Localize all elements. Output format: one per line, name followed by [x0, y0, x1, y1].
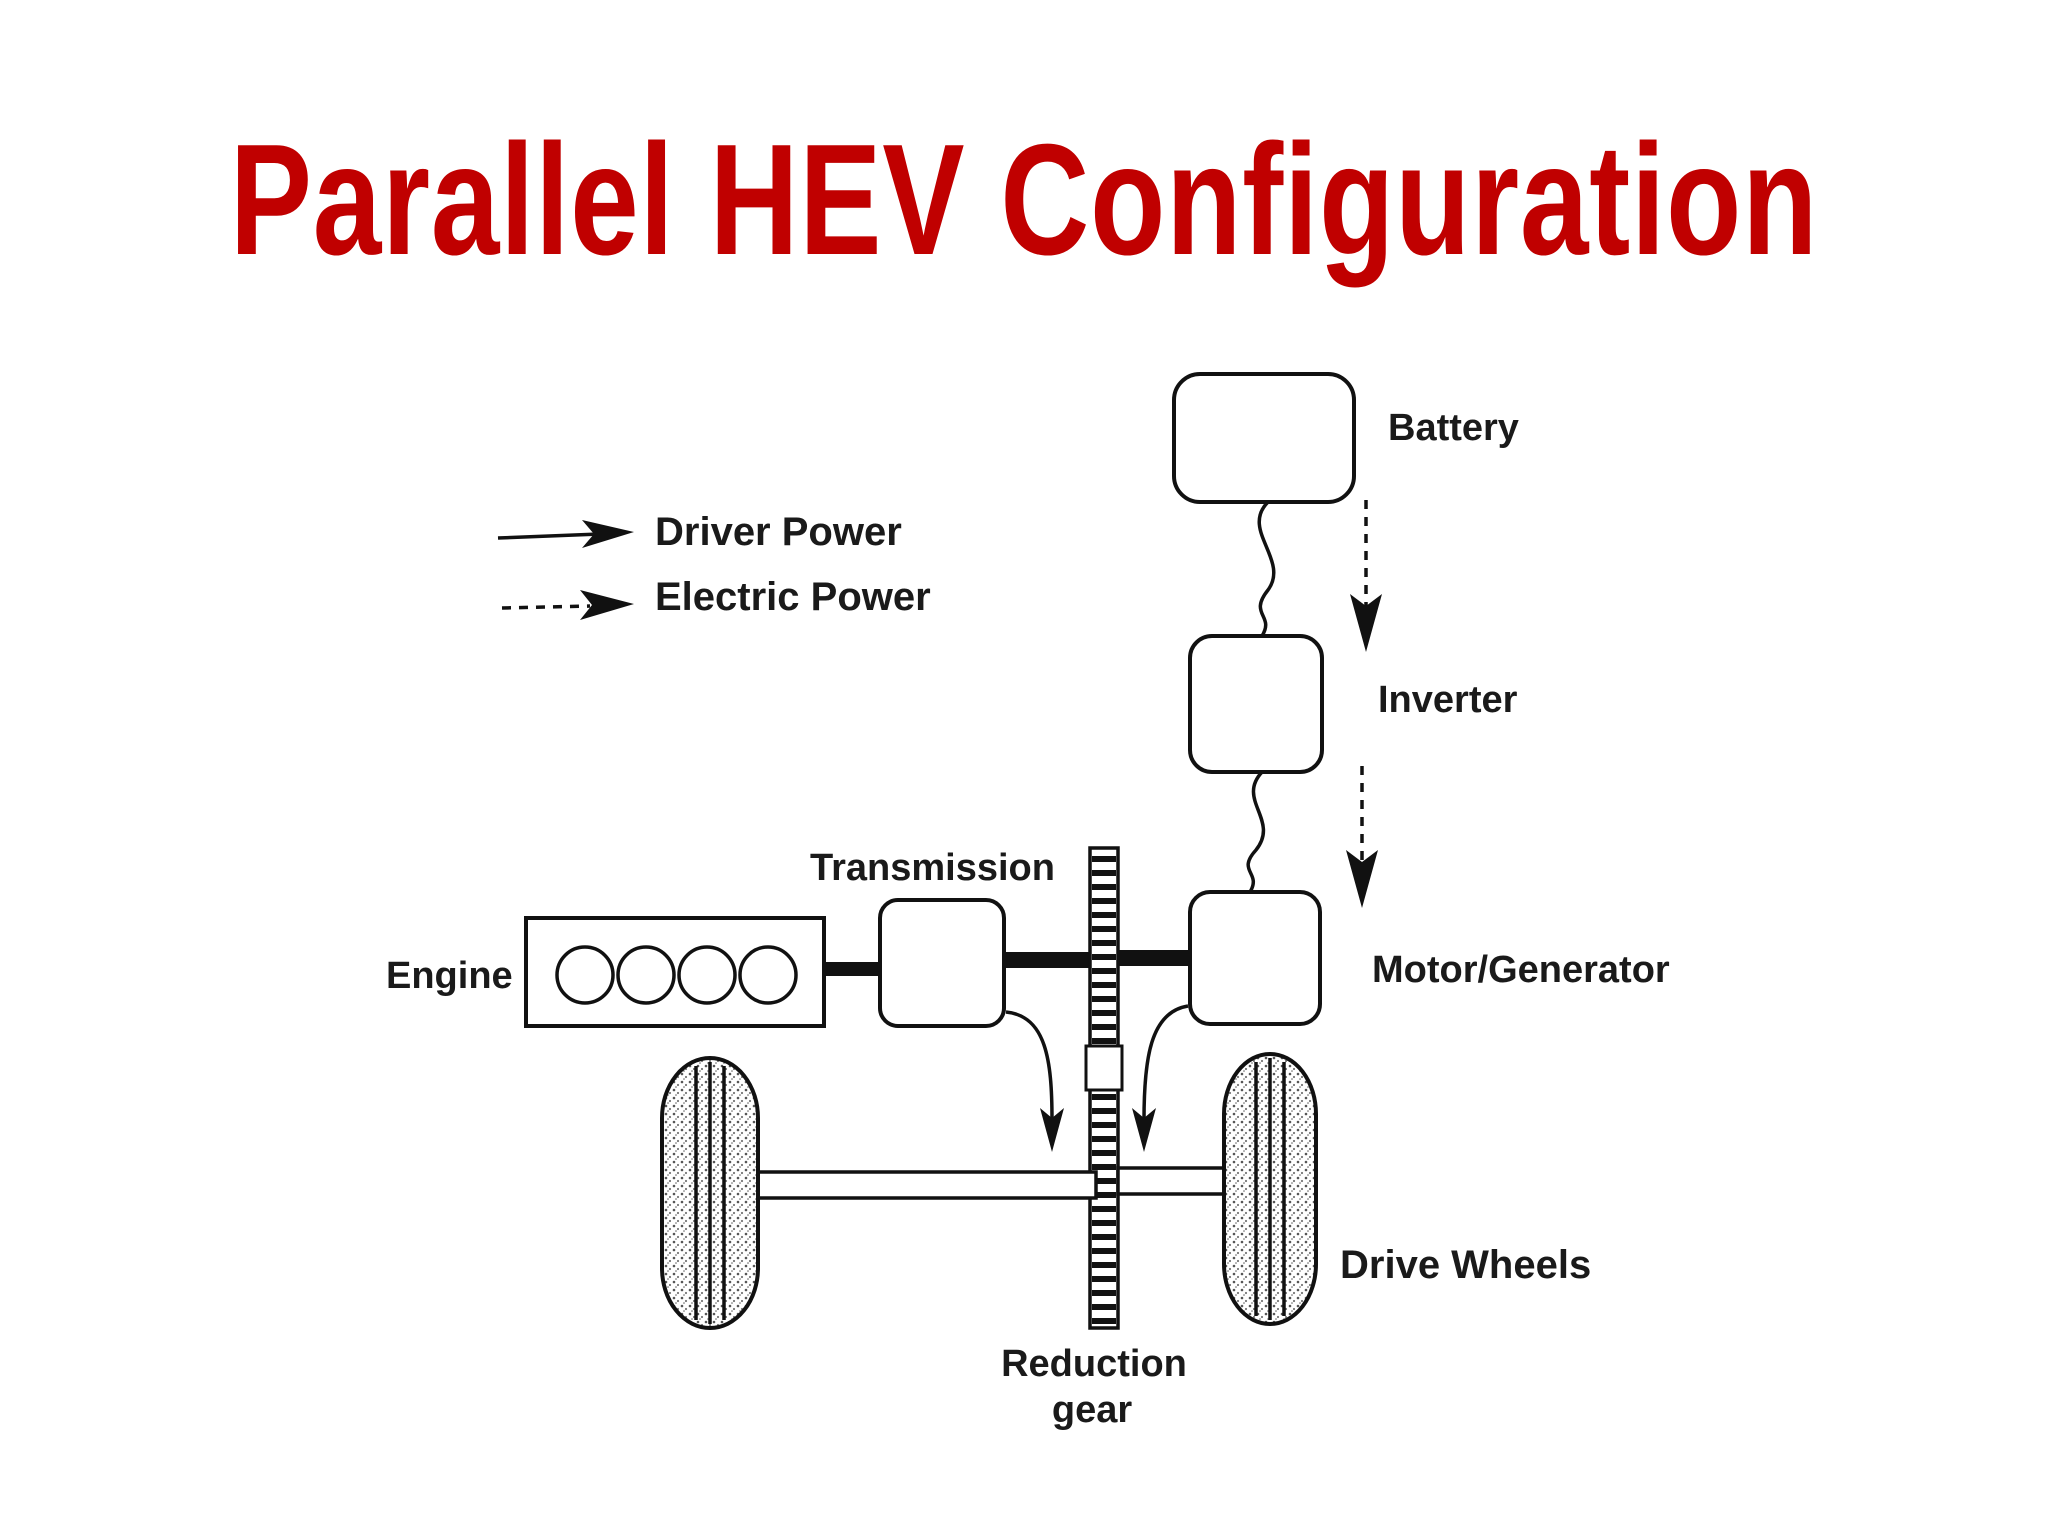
drive-wheels-label: Drive Wheels	[1340, 1243, 1591, 1287]
reduction-gear-teeth	[1092, 856, 1116, 1324]
reduction-gear-hub	[1084, 1044, 1124, 1092]
right-drive-wheel	[1222, 1052, 1318, 1326]
inverter-box	[1188, 634, 1324, 774]
axle	[756, 1166, 1232, 1200]
gear-tooth	[1092, 1220, 1116, 1226]
cable-battery-inverter	[1257, 500, 1276, 637]
gear-tooth	[1092, 870, 1116, 876]
page-title: Parallel HEV Configuration	[229, 112, 1819, 288]
gear-tooth	[1092, 1318, 1116, 1324]
driver-power-arrow-motor	[1142, 1004, 1189, 1121]
legend-label-electric-power: Electric Power	[655, 575, 931, 619]
legend-driver-power: Driver Power	[497, 510, 902, 554]
axle-right	[1116, 1166, 1232, 1196]
motor-generator: Motor/Generator	[1188, 890, 1670, 1026]
electric-flow-arrowhead-2	[1346, 850, 1378, 908]
battery-box	[1172, 372, 1356, 504]
driver-power-arrowhead-motor	[1132, 1108, 1156, 1152]
gear-tooth	[1092, 1234, 1116, 1240]
axle-left	[756, 1170, 1098, 1200]
gear-tooth	[1092, 1192, 1116, 1198]
motor-generator-label: Motor/Generator	[1372, 949, 1670, 991]
gear-tooth	[1092, 1038, 1116, 1044]
gear-tooth	[1092, 1094, 1116, 1100]
gear-tooth	[1092, 982, 1116, 988]
gear-tooth	[1092, 1206, 1116, 1212]
gear-tooth	[1092, 898, 1116, 904]
transmission-box	[878, 898, 1006, 1028]
gear-tooth	[1092, 954, 1116, 960]
dashed-arrow-line	[501, 604, 591, 610]
reduction-gear	[1084, 846, 1124, 1330]
electric-flow-arrowhead-1	[1350, 594, 1382, 652]
solid-arrow-head	[582, 520, 634, 548]
gear-tooth	[1092, 1248, 1116, 1254]
gear-tooth	[1092, 1262, 1116, 1268]
engine-label: Engine	[386, 955, 513, 997]
battery-label: Battery	[1388, 407, 1519, 449]
gear-tooth	[1092, 1290, 1116, 1296]
gear-tooth	[1092, 884, 1116, 890]
engine-cylinder-2	[616, 945, 676, 1005]
reduction-gear-label-line2: gear	[1052, 1389, 1132, 1431]
gear-tooth	[1092, 1024, 1116, 1030]
inverter: Inverter	[1188, 634, 1518, 774]
shaft-gear-motor	[1118, 950, 1190, 966]
legend-electric-power: Electric Power	[501, 575, 931, 620]
gear-tooth	[1092, 1010, 1116, 1016]
motor-generator-box	[1188, 890, 1322, 1026]
driver-power-arrow-transmission	[1005, 1010, 1054, 1121]
engine-cylinder-1	[555, 945, 615, 1005]
gear-tooth	[1092, 856, 1116, 862]
gear-tooth	[1092, 912, 1116, 918]
legend: Driver Power Electric Power	[497, 510, 931, 620]
solid-arrow-line	[497, 532, 601, 540]
cable-inverter-motor	[1246, 770, 1266, 893]
shaft-transmission-gear	[1004, 952, 1092, 968]
legend-label-driver-power: Driver Power	[655, 510, 902, 554]
gear-tooth	[1092, 1108, 1116, 1114]
battery: Battery	[1172, 372, 1519, 504]
gear-tooth	[1092, 1150, 1116, 1156]
shaft-engine-transmission	[824, 962, 880, 976]
gear-tooth	[1092, 926, 1116, 932]
dashed-arrow-head	[580, 590, 634, 620]
inverter-label: Inverter	[1378, 679, 1518, 721]
left-drive-wheel	[660, 1056, 760, 1330]
engine-cylinder-3	[677, 945, 737, 1005]
engine-cylinder-4	[738, 945, 798, 1005]
gear-tooth	[1092, 1178, 1116, 1184]
driver-power-arrowhead-transmission	[1040, 1108, 1064, 1152]
gear-tooth	[1092, 968, 1116, 974]
gear-tooth	[1092, 1164, 1116, 1170]
engine: Engine	[386, 916, 826, 1028]
gear-tooth	[1092, 1136, 1116, 1142]
gear-tooth	[1092, 1276, 1116, 1282]
gear-tooth	[1092, 940, 1116, 946]
gear-tooth	[1092, 996, 1116, 1002]
transmission: Transmission	[810, 847, 1055, 1028]
gear-tooth	[1092, 1122, 1116, 1128]
transmission-label: Transmission	[810, 847, 1055, 889]
reduction-gear-label-line1: Reduction	[1001, 1343, 1187, 1385]
gear-tooth	[1092, 1304, 1116, 1310]
